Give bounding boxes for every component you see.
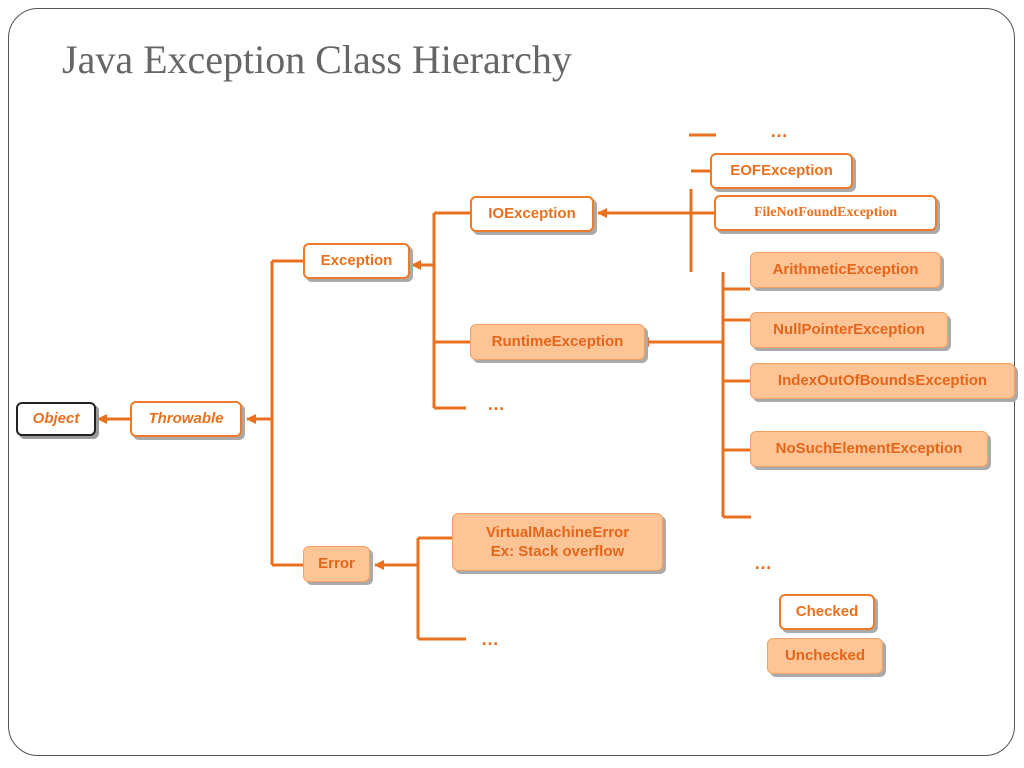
slide-title: Java Exception Class Hierarchy — [62, 37, 572, 82]
node-nosuchelementexception: NoSuchElementException — [750, 431, 988, 467]
legend-checked: Checked — [779, 594, 875, 630]
node-object: Object — [16, 402, 96, 436]
node-virtualmachineerror: VirtualMachineError Ex: Stack overflow — [452, 513, 663, 571]
node-eofexception: EOFException — [710, 153, 853, 189]
legend-unchecked: Unchecked — [767, 638, 883, 674]
node-error: Error — [303, 546, 370, 582]
node-nullpointerexception: NullPointerException — [750, 312, 948, 348]
node-virtualmachineerror-line2: Ex: Stack overflow — [490, 543, 625, 560]
node-filenotfoundexception: FileNotFoundException — [714, 195, 937, 231]
ellipsis-io-more: … — [770, 121, 788, 141]
node-arithmeticexception: ArithmeticException — [750, 252, 941, 288]
node-ioexception: IOException — [470, 196, 594, 232]
ellipsis-error-more: … — [481, 629, 499, 649]
ellipsis-exception-more: … — [487, 394, 505, 414]
node-runtimeexception: RuntimeException — [470, 324, 645, 360]
ellipsis-runtime-more: … — [754, 553, 772, 573]
node-throwable: Throwable — [130, 401, 242, 437]
node-exception: Exception — [303, 243, 410, 279]
node-virtualmachineerror-line1: VirtualMachineError — [485, 523, 630, 541]
node-indexoutofboundsexception: IndexOutOfBoundsException — [750, 363, 1015, 399]
